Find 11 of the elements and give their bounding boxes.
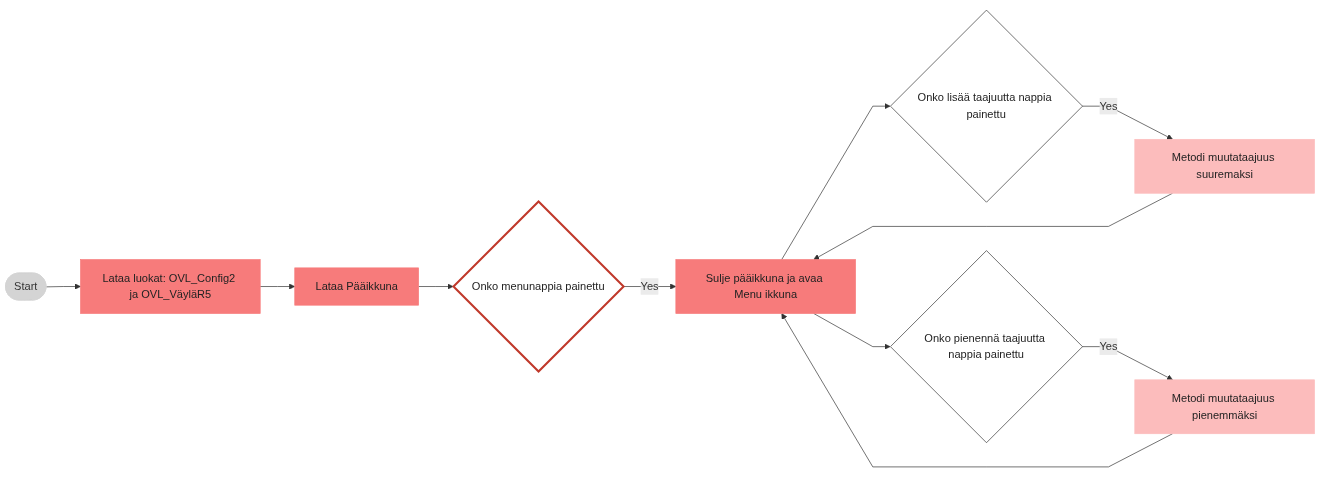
edge-label: Yes — [1099, 340, 1118, 353]
node-box: Lataa luokat: OVL_Config2 ja OVL_VäyläR5 — [80, 259, 261, 314]
node-diamond: Onko pienennä taajuutta nappia painettu — [890, 250, 1083, 444]
node-box: Metodi muutataajuus pienemmäksi — [1134, 379, 1315, 435]
node-diamond: Onko lisää taajuutta nappia painettu — [890, 9, 1083, 203]
node-box: Sulje pääikkuna ja avaa Menu ikkuna — [675, 259, 856, 314]
edge-label: Yes — [640, 280, 659, 293]
node-box: Lataa Pääikkuna — [294, 267, 419, 306]
node-box: Metodi muutataajuus suuremaksi — [1134, 139, 1315, 194]
node-diamond: Onko menunappia painettu — [452, 200, 626, 374]
edge-label: Yes — [1099, 99, 1118, 112]
